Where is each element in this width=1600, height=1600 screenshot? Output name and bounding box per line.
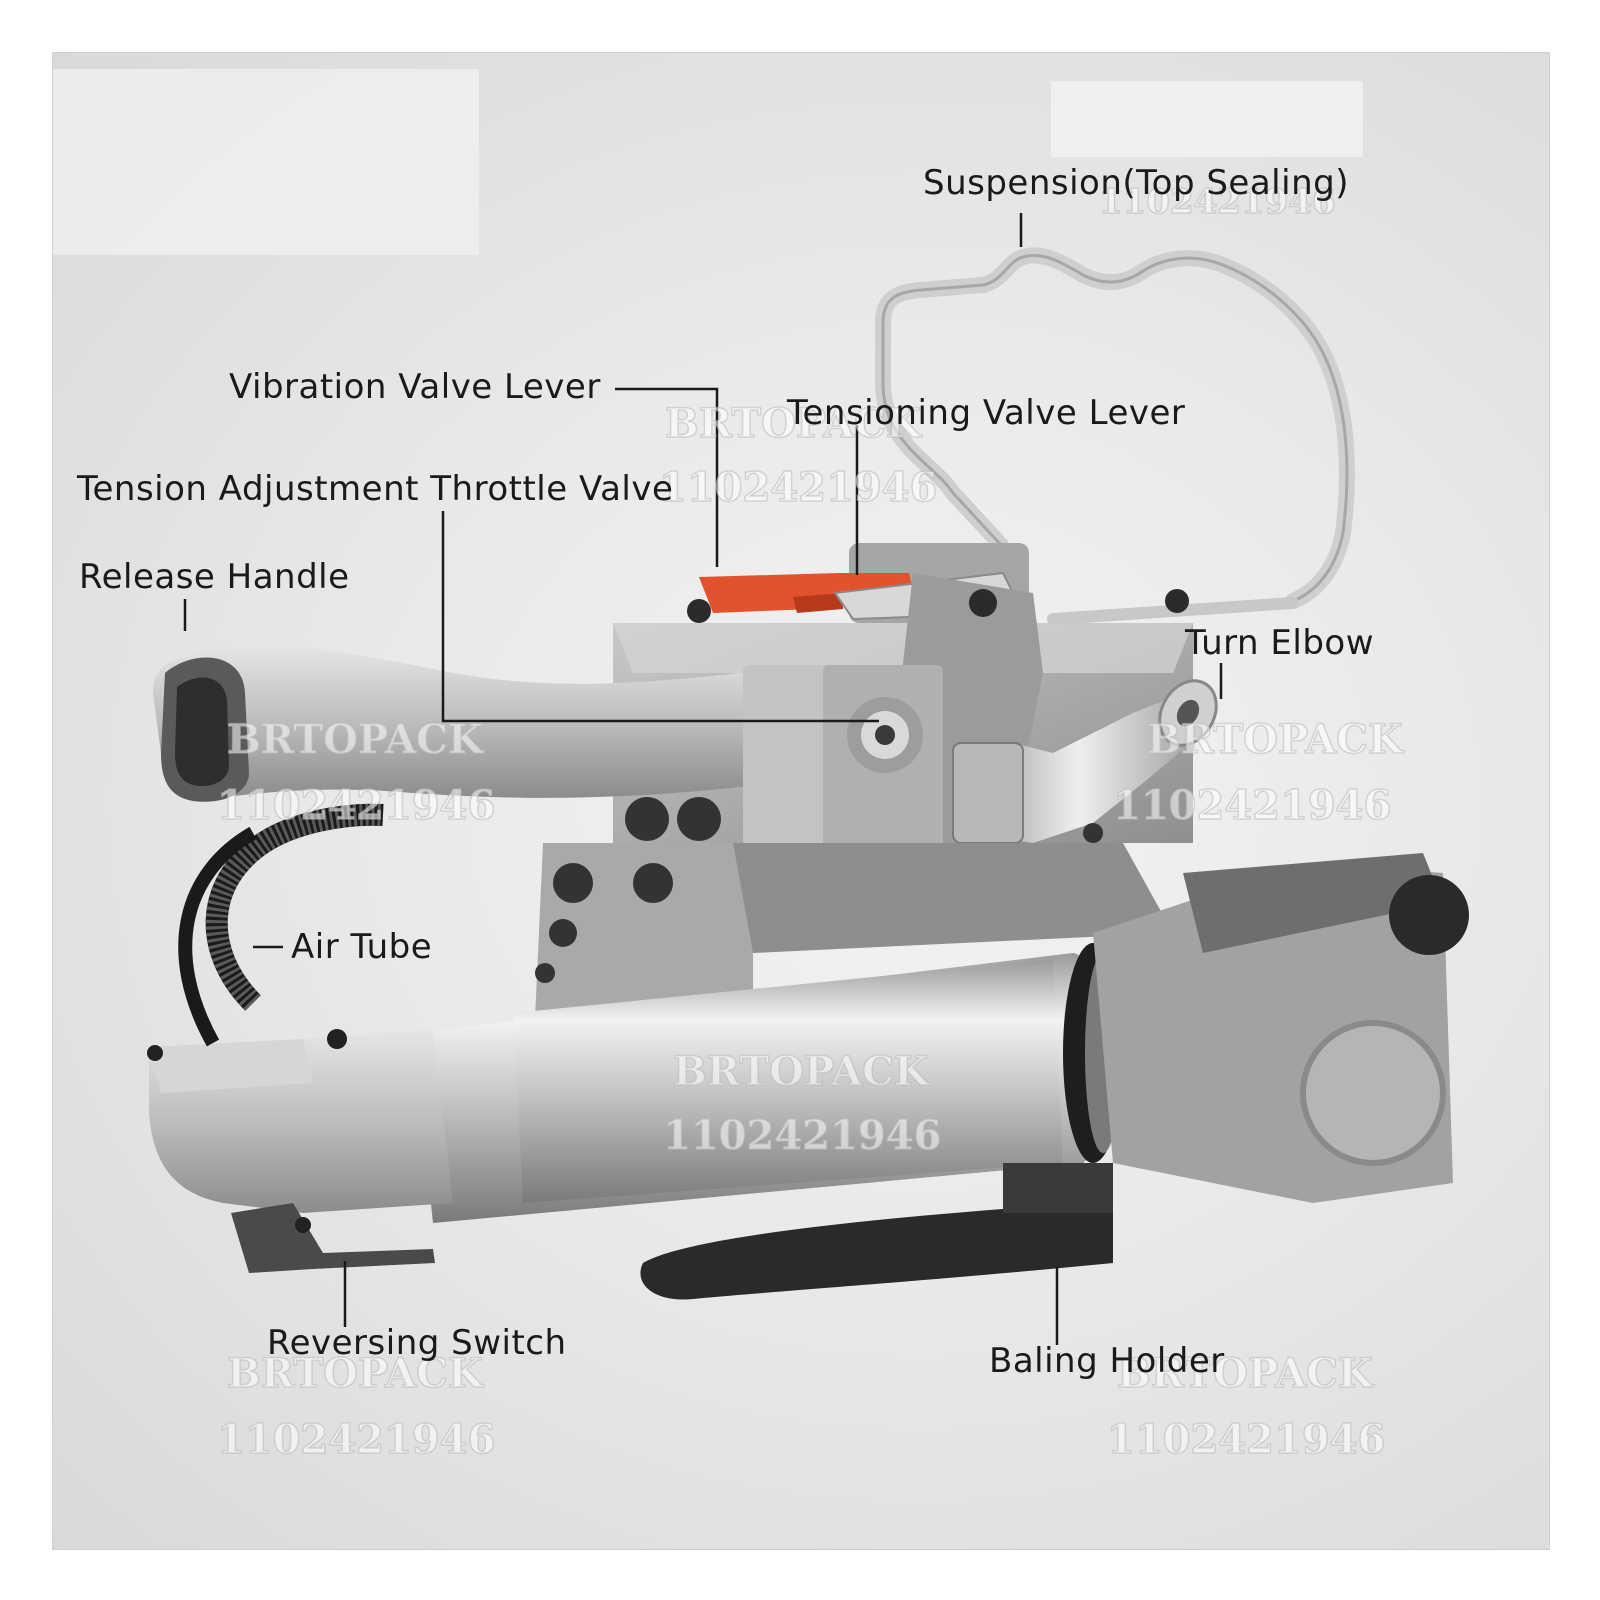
background-panel-right xyxy=(1051,81,1363,157)
callout-leader-lines xyxy=(183,213,1223,1345)
background-panel-left xyxy=(53,69,479,255)
label-turn-elbow: Turn Elbow xyxy=(1185,623,1375,663)
watermark-brand: BRTOPACK xyxy=(227,716,484,763)
label-tensioning-valve-lever: Tensioning Valve Lever xyxy=(787,393,1186,433)
watermark-group: BRTOPACK 1102421946 BRTOPACK 1102421946 … xyxy=(216,181,1404,1464)
label-release-handle: Release Handle xyxy=(79,557,350,597)
watermark-brand: BRTOPACK xyxy=(673,1048,930,1095)
label-reversing-switch: Reversing Switch xyxy=(267,1323,567,1363)
watermark-number: 1102421946 xyxy=(1099,182,1336,222)
label-baling-holder: Baling Holder xyxy=(989,1341,1225,1381)
watermark-number: 1102421946 xyxy=(217,1416,495,1463)
label-suspension: Suspension(Top Sealing) xyxy=(923,163,1349,203)
label-air-tube: Air Tube xyxy=(291,927,433,967)
reversing-switch-shape xyxy=(231,1203,435,1273)
head-bolt xyxy=(1389,875,1469,955)
throttle-valve-screw xyxy=(875,725,895,745)
watermark-brand: BRTOPACK xyxy=(1117,1350,1374,1397)
label-vibration-valve-lever: Vibration Valve Lever xyxy=(229,367,601,407)
watermark-brand: BRTOPACK xyxy=(665,400,922,447)
baling-holder-plate xyxy=(640,1201,1113,1300)
watermark-number: 1102421946 xyxy=(659,464,937,511)
head-cover-disc xyxy=(1300,1020,1446,1166)
strapping-tool-illustration: BRTOPACK 1102421946 BRTOPACK 1102421946 … xyxy=(53,69,1469,1464)
watermark-brand: BRTOPACK xyxy=(227,1350,484,1397)
watermark-number: 1102421946 xyxy=(663,1112,941,1159)
watermark-number: 1102421946 xyxy=(1107,1416,1385,1463)
vibration-valve-lever-shape xyxy=(699,573,913,613)
watermark-number: 1102421946 xyxy=(1113,782,1391,829)
product-image-frame: BRTOPACK 1102421946 BRTOPACK 1102421946 … xyxy=(52,52,1550,1550)
watermark-number: 1102421946 xyxy=(217,782,495,829)
watermark-brand: BRTOPACK xyxy=(1147,716,1404,763)
label-tension-adjustment-throttle-valve: Tension Adjustment Throttle Valve xyxy=(77,469,674,509)
